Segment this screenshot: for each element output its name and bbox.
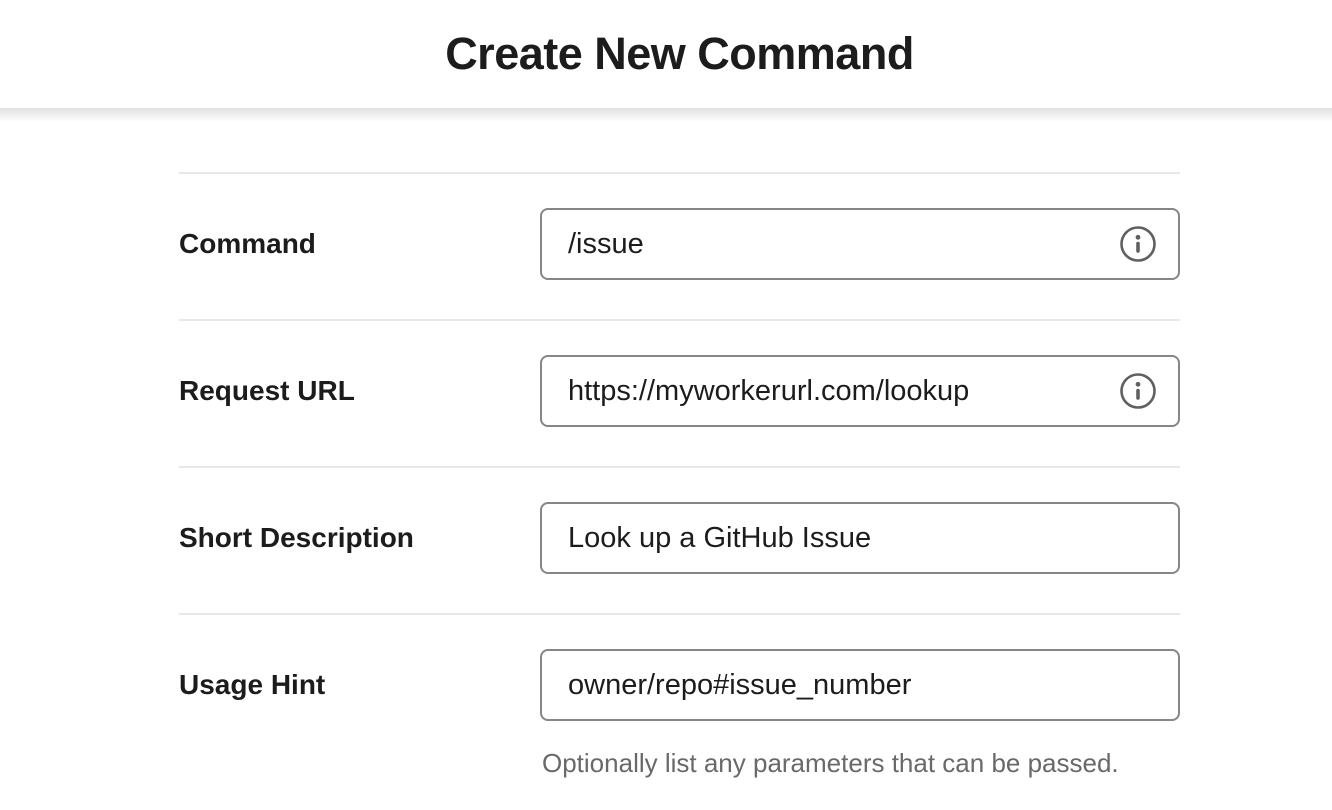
command-label: Command [179, 228, 316, 259]
usage-hint-input[interactable] [540, 649, 1180, 721]
info-icon[interactable] [1119, 372, 1157, 410]
command-input-wrap [540, 208, 1180, 280]
form-row-usage-hint: Usage Hint Optionally list any parameter… [179, 613, 1180, 810]
request-url-input[interactable] [540, 355, 1180, 427]
usage-hint-label: Usage Hint [179, 669, 326, 700]
create-command-form: Command Request URL [179, 108, 1180, 810]
form-row-request-url: Request URL [179, 319, 1180, 466]
modal-header: Create New Command [0, 0, 1332, 122]
usage-hint-input-wrap [540, 649, 1180, 721]
form-row-command: Command [179, 172, 1180, 319]
command-field-col [540, 208, 1180, 280]
info-icon[interactable] [1119, 225, 1157, 263]
title-wrap: Create New Command [179, 28, 1180, 80]
form-row-short-description: Short Description [179, 466, 1180, 613]
short-description-input-wrap [540, 502, 1180, 574]
request-url-label: Request URL [179, 375, 355, 406]
usage-hint-field-col: Optionally list any parameters that can … [540, 649, 1180, 779]
usage-hint-helper-text: Optionally list any parameters that can … [542, 748, 1119, 778]
request-url-input-wrap [540, 355, 1180, 427]
short-description-field-col [540, 502, 1180, 574]
short-description-input[interactable] [540, 502, 1180, 574]
page-title: Create New Command [445, 28, 914, 79]
request-url-field-col [540, 355, 1180, 427]
short-description-label: Short Description [179, 522, 414, 553]
command-input[interactable] [540, 208, 1180, 280]
